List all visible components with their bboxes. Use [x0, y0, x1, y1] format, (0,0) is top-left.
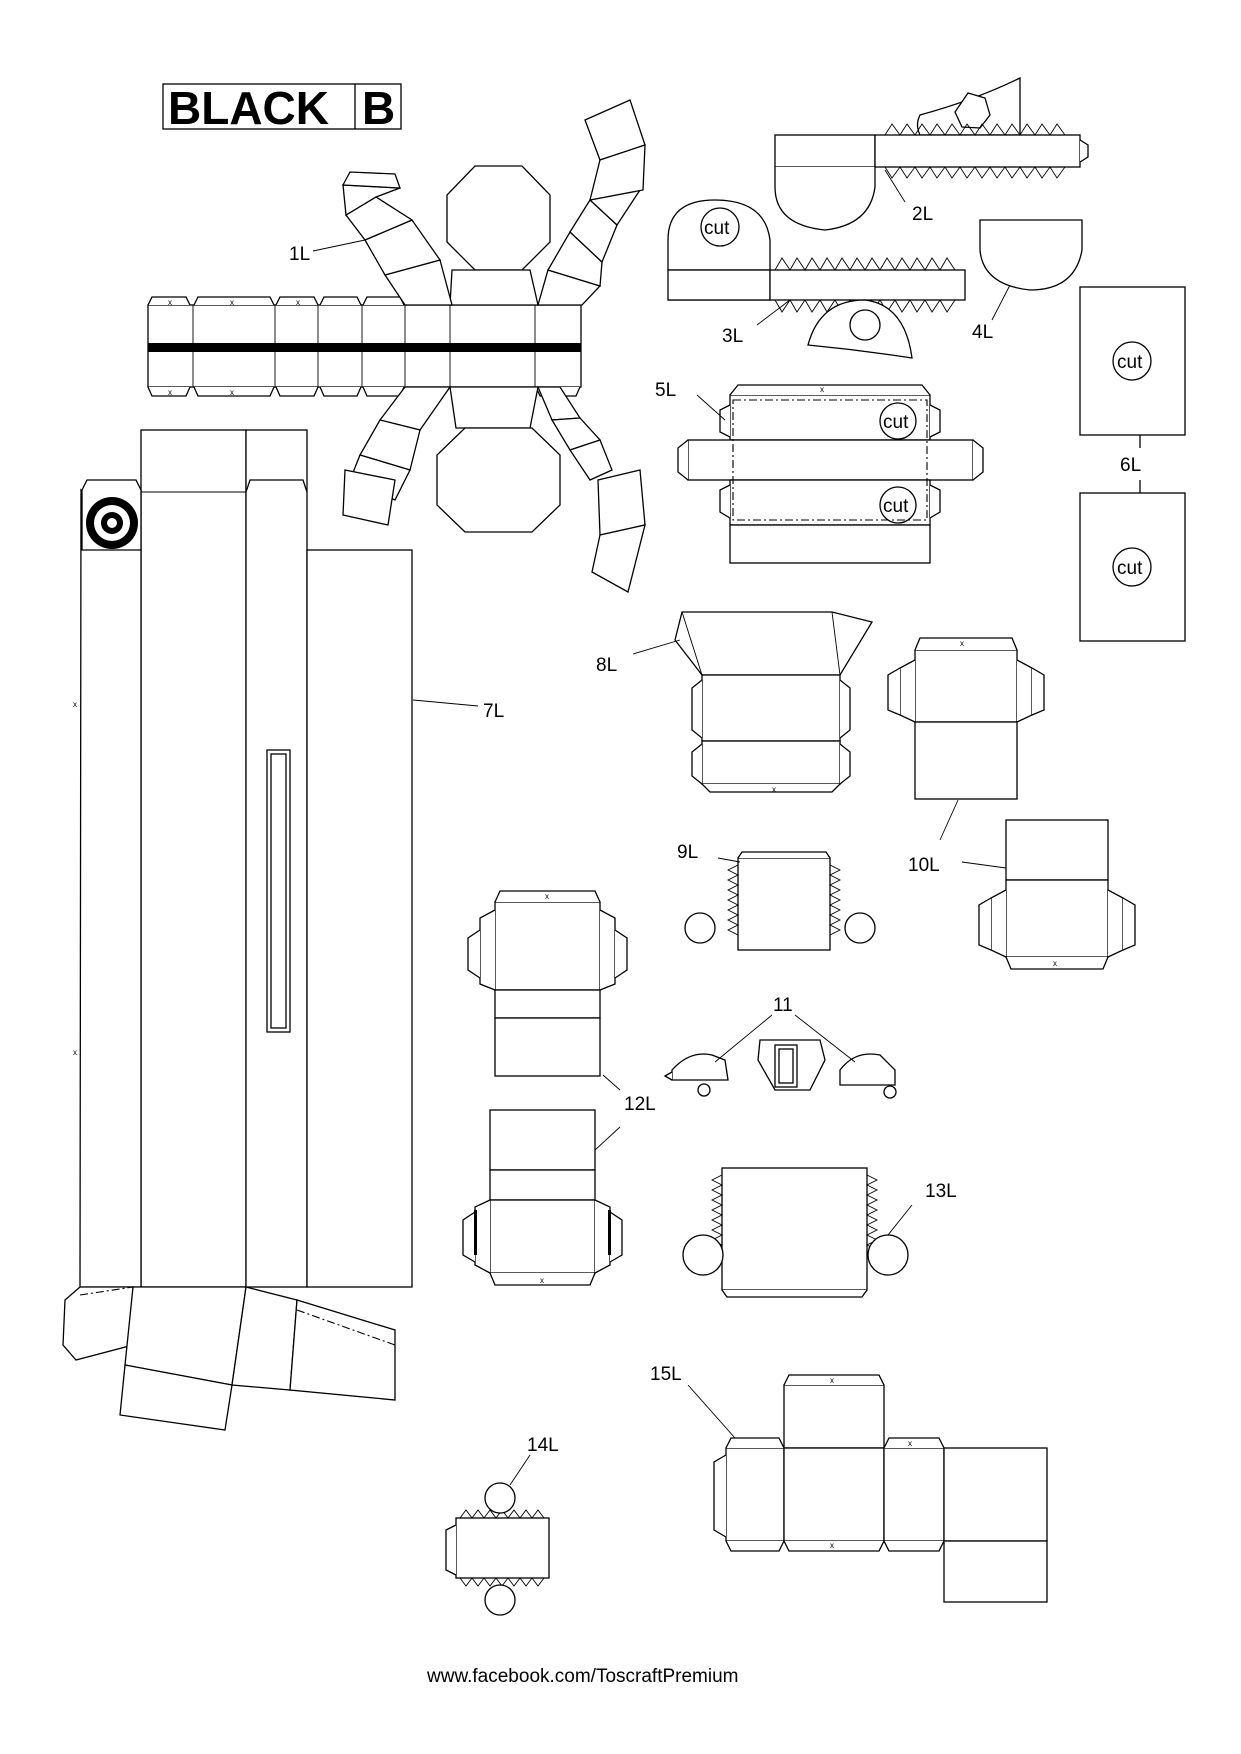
title-black: BLACK — [168, 82, 329, 134]
label-2l: 2L — [912, 204, 933, 225]
leader-lines — [312, 169, 1011, 1486]
label-7l: 7L — [483, 701, 504, 722]
part-15l — [713, 1374, 1048, 1603]
part-11 — [663, 1039, 897, 1099]
label-15l: 15L — [650, 1364, 682, 1385]
title-block: BLACK B — [162, 82, 402, 134]
glue-mark: x — [1053, 959, 1057, 968]
part-9l — [684, 851, 876, 951]
glue-mark: x — [230, 298, 234, 307]
label-13l: 13L — [925, 1181, 957, 1202]
label-3l: 3L — [722, 326, 743, 347]
cut-label-6l-b: cut — [1117, 558, 1143, 579]
part-14l — [445, 1482, 550, 1616]
glue-mark: x — [73, 1048, 77, 1057]
cut-label-5l-b: cut — [883, 496, 909, 517]
label-11: 11 — [773, 995, 793, 1016]
cut-label-3l: cut — [704, 218, 730, 239]
label-6l: 6L — [1120, 455, 1141, 476]
glue-mark: x — [772, 785, 776, 794]
title-b: B — [362, 82, 395, 134]
glue-mark: x — [296, 298, 300, 307]
cut-label-5l-a: cut — [883, 412, 909, 433]
cut-label-6l-a: cut — [1117, 352, 1143, 373]
label-12l: 12L — [624, 1094, 656, 1115]
label-9l: 9L — [677, 842, 698, 863]
part-4l — [979, 219, 1083, 291]
glue-marks: x x x x x x x x x x x x x x x x — [73, 298, 1057, 1550]
glue-mark: x — [168, 388, 172, 397]
label-5l: 5L — [655, 380, 676, 401]
part-3l: cut — [667, 199, 966, 359]
label-4l: 4L — [972, 322, 993, 343]
label-10l: 10L — [908, 855, 940, 876]
glue-mark: x — [908, 1439, 912, 1448]
part-10l-a — [887, 637, 1045, 800]
footer-url: www.facebook.com/ToscraftPremium — [426, 1666, 739, 1687]
part-labels: 1L 2L 3L 4L 5L 6L 7L 8L 9L 10L 11 12L 13… — [289, 204, 1141, 1456]
part-12l-a — [467, 890, 628, 1077]
glue-mark: x — [830, 1541, 834, 1550]
label-8l: 8L — [596, 655, 617, 676]
glue-mark: x — [230, 388, 234, 397]
label-1l: 1L — [289, 244, 310, 265]
part-6l: cut cut — [1079, 286, 1186, 642]
part-10l-b — [978, 819, 1136, 970]
part-12l-b — [462, 1109, 623, 1286]
part-5l: cut cut — [677, 384, 984, 564]
part-1l — [147, 99, 646, 593]
part-7l — [62, 429, 413, 1431]
glue-mark: x — [540, 1276, 544, 1285]
glue-mark: x — [168, 298, 172, 307]
part-13l — [682, 1167, 909, 1298]
part-2l — [774, 76, 1089, 231]
glue-mark: x — [545, 892, 549, 901]
glue-mark: x — [73, 700, 77, 709]
glue-mark: x — [960, 639, 964, 648]
glue-mark: x — [830, 1376, 834, 1385]
part-8l — [674, 611, 874, 793]
label-14l: 14L — [527, 1435, 559, 1456]
glue-mark: x — [820, 385, 824, 394]
